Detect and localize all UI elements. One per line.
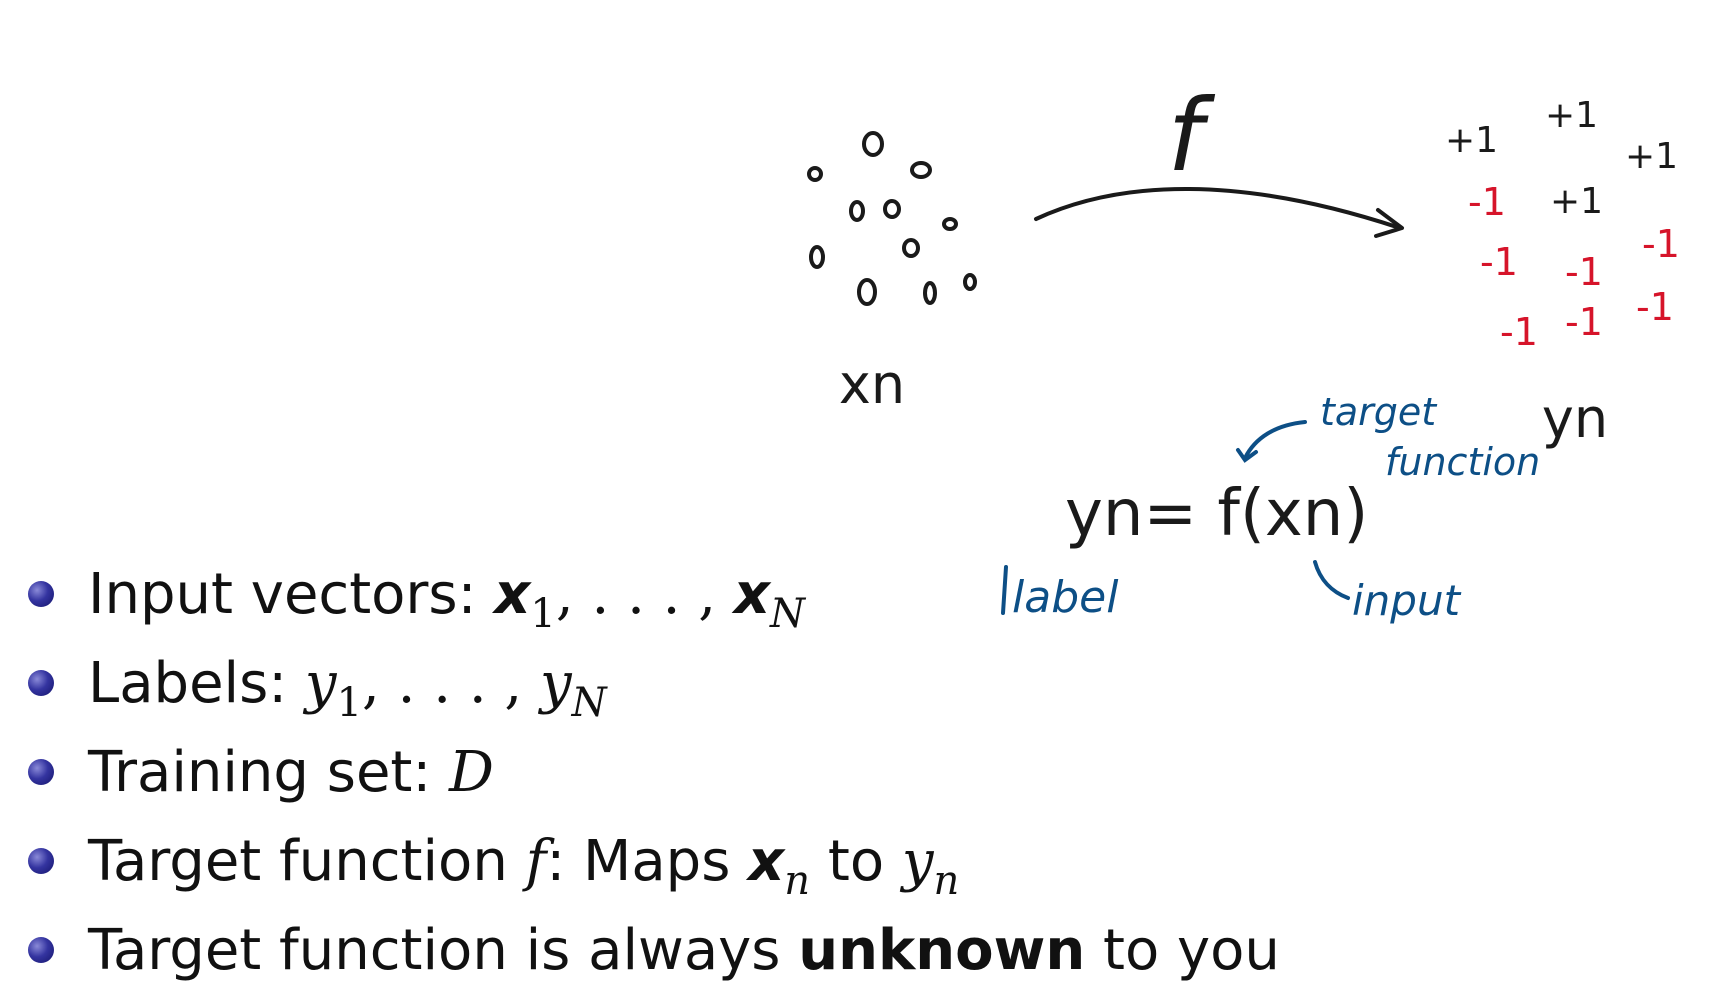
input-point (942, 217, 958, 231)
output-positive: +1 (1545, 95, 1598, 136)
math-function: f (525, 829, 547, 894)
bullet-emphasis: unknown (798, 918, 1086, 983)
math-subscript: n (784, 858, 811, 904)
bullet-text: Input vectors: (88, 562, 495, 627)
input-point (923, 281, 937, 305)
bullet-marker (28, 669, 54, 696)
output-negative: -1 (1565, 250, 1603, 294)
input-point (902, 238, 920, 258)
input-points (807, 131, 977, 306)
mapping-arrow (1034, 187, 1404, 238)
label-annotation: label (1012, 572, 1119, 623)
math-vector: x (733, 562, 770, 627)
bullet-labels: Labels: y1, . . . , yN (28, 649, 1280, 738)
output-positive: +1 (1550, 181, 1603, 222)
label-bar (1001, 565, 1008, 615)
math-vector: x (748, 829, 785, 894)
annotation-strokes (1001, 420, 1350, 615)
negative-outputs: -1 -1 -1 -1 -1 -1 -1 (1468, 180, 1680, 354)
math-variable: y (304, 651, 337, 716)
function-symbol: f (1167, 77, 1215, 194)
target-function-pointer (1243, 420, 1307, 460)
input-point (857, 278, 877, 306)
equation: yn= f(xn) (1065, 477, 1368, 551)
output-negative: -1 (1636, 285, 1674, 329)
math-subscript: N (770, 591, 805, 637)
bullet-marker (28, 847, 54, 874)
bullet-text: Training set: (88, 740, 450, 805)
math-variable: y (540, 651, 572, 716)
bullet-text: Target function (88, 829, 526, 894)
input-point (849, 200, 865, 222)
input-point (963, 273, 977, 291)
bullet-text: to you (1085, 918, 1280, 983)
target-function-annotation-line1: target (1320, 390, 1438, 434)
bullet-text: : Maps (546, 829, 749, 894)
output-negative: -1 (1480, 240, 1518, 284)
output-negative: -1 (1500, 310, 1538, 354)
bullet-text: Target function is always (88, 918, 799, 983)
bullet-marker (28, 580, 54, 607)
positive-outputs: +1 +1 +1 +1 (1445, 95, 1678, 222)
output-symbol: yn (1542, 387, 1608, 450)
input-symbol: xn (839, 353, 905, 416)
math-subscript: n (933, 858, 960, 904)
bullet-text: Labels: (88, 651, 305, 716)
math-subscript: 1 (530, 591, 556, 637)
math-subscript: 1 (336, 680, 363, 726)
input-pointer (1313, 560, 1350, 600)
bullet-target-function: Target function f: Maps xn to yn (28, 827, 1280, 916)
math-variable: y (901, 829, 934, 894)
input-point (807, 166, 823, 182)
bullet-marker (28, 758, 54, 785)
math-ellipsis: , . . . , (362, 651, 541, 716)
bullet-unknown: Target function is always unknown to you (28, 916, 1280, 1005)
output-positive: +1 (1445, 120, 1498, 161)
input-point (910, 161, 932, 179)
bullet-marker (28, 936, 54, 963)
bullet-training-set: Training set: D (28, 738, 1280, 827)
output-negative: -1 (1642, 222, 1680, 266)
output-negative: -1 (1565, 300, 1603, 344)
output-positive: +1 (1625, 136, 1678, 177)
bullet-input-vectors: Input vectors: x1, . . . , xN (28, 560, 1280, 649)
math-subscript: N (571, 680, 607, 726)
bullet-list: Input vectors: x1, . . . , xN Labels: y1… (28, 560, 1280, 1005)
input-point (809, 245, 825, 269)
input-point (883, 199, 901, 219)
bullet-text: to (810, 829, 902, 894)
input-point (862, 131, 884, 157)
annotation-labels: target function label input (1012, 390, 1540, 625)
math-vector: x (494, 562, 531, 627)
output-negative: -1 (1468, 180, 1506, 224)
math-ellipsis: , . . . , (555, 562, 734, 627)
input-annotation: input (1352, 576, 1462, 625)
target-function-annotation-line2: function (1385, 440, 1540, 484)
math-symbol: D (449, 740, 494, 805)
